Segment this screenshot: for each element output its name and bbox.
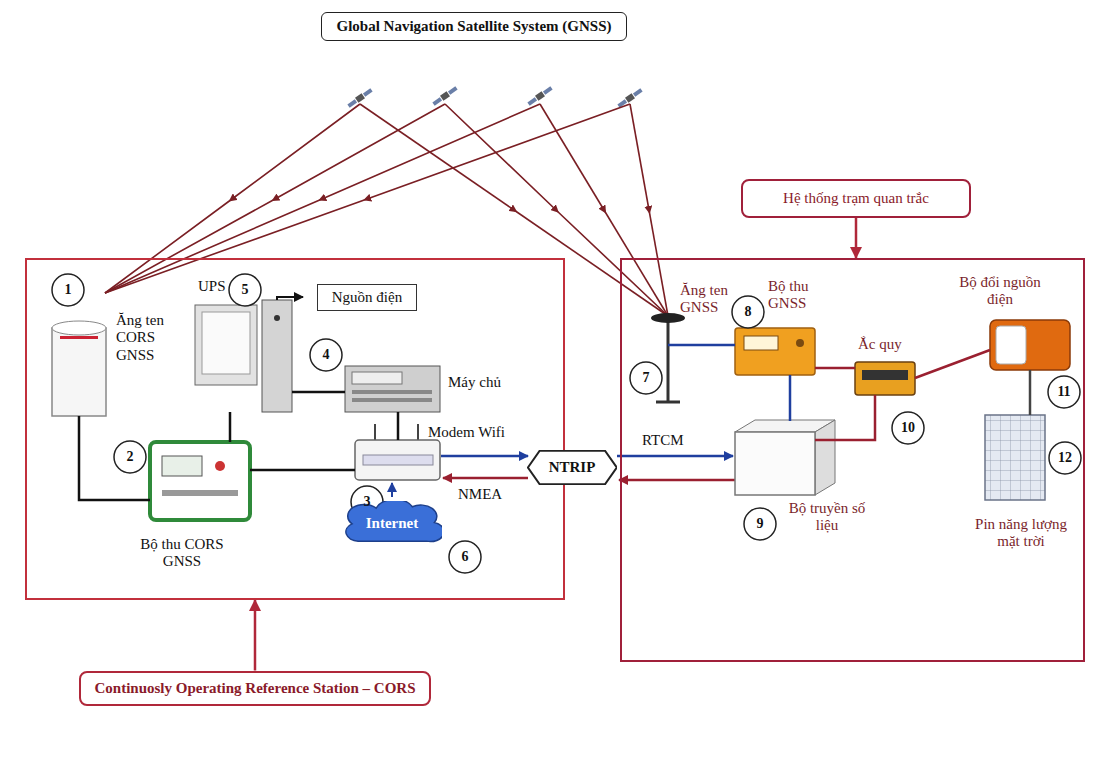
part-label: Bộ thu CORS GNSS <box>132 536 232 571</box>
callout-number: 2 <box>114 447 146 467</box>
callout-number: 5 <box>229 280 261 300</box>
node-text: Continuosly Operating Reference Station … <box>95 680 416 697</box>
callout-number: 9 <box>744 514 776 534</box>
node-text: Internet <box>366 515 419 532</box>
callout-number: 12 <box>1049 448 1081 468</box>
callout-number: 6 <box>449 547 481 567</box>
part-label: Ăng ten GNSS <box>680 282 738 317</box>
part-label: UPS <box>198 278 226 295</box>
station-region <box>620 258 1085 662</box>
callout-number: 10 <box>892 418 924 438</box>
callout-number: 3 <box>351 492 383 512</box>
node-text: Hệ thống trạm quan trắc <box>783 190 929 207</box>
title-box: Global Navigation Satellite System (GNSS… <box>321 12 626 41</box>
part-label: Bộ đổi nguồn điện <box>952 274 1048 309</box>
node-text: Global Navigation Satellite System (GNSS… <box>336 18 611 35</box>
part-label: Modem Wifi <box>428 424 505 441</box>
part-label: RTCM <box>642 432 684 449</box>
callout-number: 11 <box>1048 382 1080 402</box>
part-label: Bộ thu GNSS <box>768 278 830 313</box>
callout-number: 8 <box>732 302 764 322</box>
shape-outline <box>346 501 443 542</box>
power-box: Nguồn điện <box>317 284 417 311</box>
node-text: Nguồn điện <box>332 289 402 306</box>
part-label: Ắc quy <box>858 336 902 353</box>
ntrip-shape: NTRIP <box>527 450 618 485</box>
part-label: Máy chủ <box>448 374 501 391</box>
callout-number: 7 <box>630 368 662 388</box>
callout-number: 4 <box>310 345 342 365</box>
part-label: NMEA <box>458 486 502 503</box>
shape-outline <box>528 450 617 484</box>
connector-arrow <box>855 218 858 259</box>
region-caption-box: Continuosly Operating Reference Station … <box>79 671 432 706</box>
part-label: Pin năng lượng mặt trời <box>962 516 1080 551</box>
internet-cloud: Internet <box>342 501 443 544</box>
connector-arrow <box>254 600 257 671</box>
node-text: NTRIP <box>549 459 596 476</box>
part-label: Bộ truyền số liệu <box>786 500 868 535</box>
region-caption-box: Hệ thống trạm quan trắc <box>741 179 971 218</box>
part-label: Ăng ten CORS GNSS <box>116 312 180 364</box>
callout-number: 1 <box>52 280 84 300</box>
